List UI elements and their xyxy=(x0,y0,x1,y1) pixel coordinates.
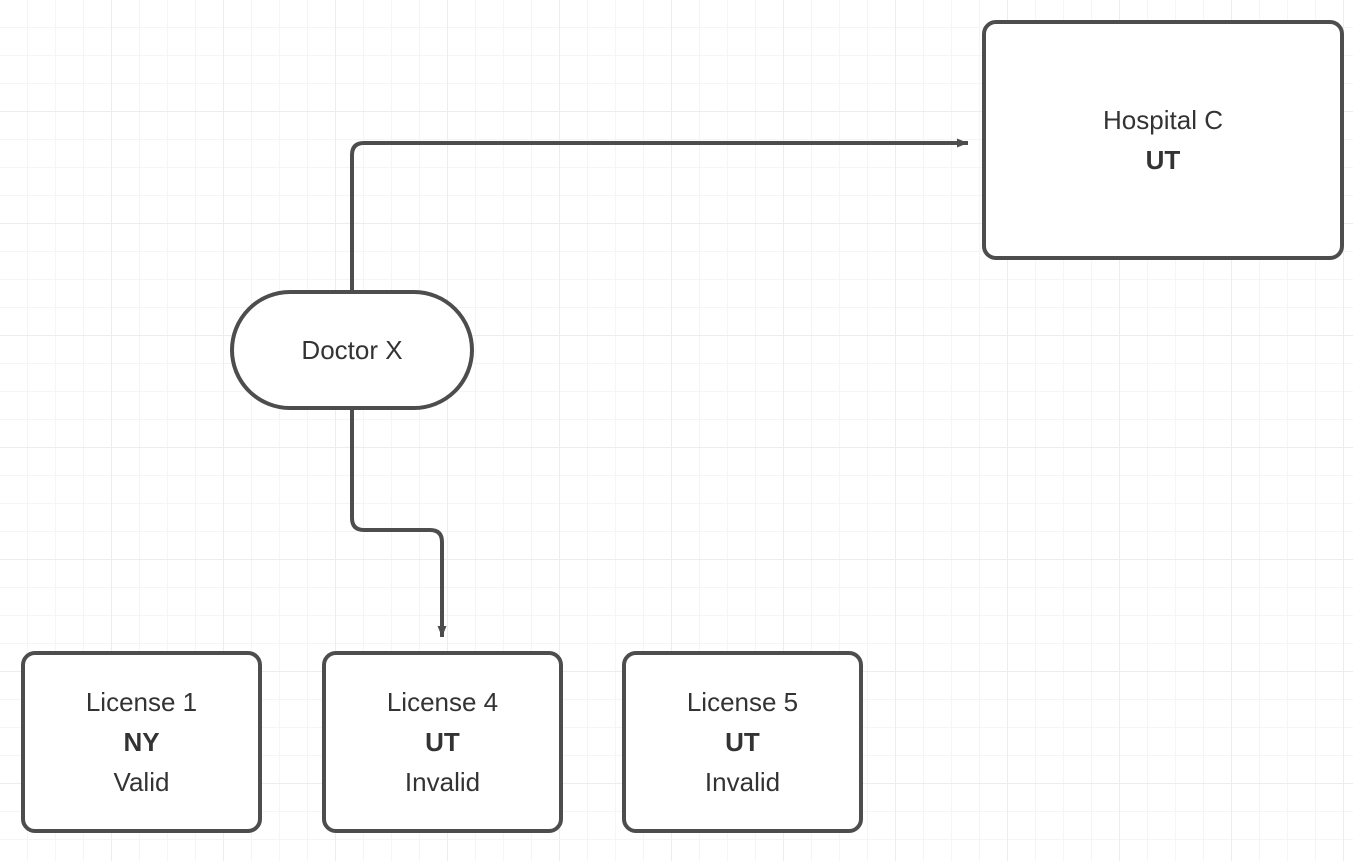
node-hospital-c-state: UT xyxy=(1145,145,1181,175)
node-license-5[interactable]: License 5 UT Invalid xyxy=(622,651,863,833)
node-license-1[interactable]: License 1 NY Valid xyxy=(21,651,262,833)
node-license-5-status: Invalid xyxy=(704,767,781,797)
node-license-5-state: UT xyxy=(725,727,760,757)
node-license-5-title: License 5 xyxy=(686,687,799,717)
edge-doctor-x-to-hospital-c[interactable] xyxy=(350,138,968,290)
node-license-4-title: License 4 xyxy=(386,687,499,717)
node-hospital-c[interactable]: Hospital C UT xyxy=(982,20,1344,260)
node-doctor-x-title: Doctor X xyxy=(301,335,403,365)
node-license-1-state: NY xyxy=(123,727,160,757)
node-license-4-status: Invalid xyxy=(404,767,481,797)
node-license-4[interactable]: License 4 UT Invalid xyxy=(322,651,563,833)
node-license-4-state: UT xyxy=(425,727,460,757)
node-license-1-status: Valid xyxy=(113,767,170,797)
node-doctor-x[interactable]: Doctor X xyxy=(230,290,474,410)
node-license-1-title: License 1 xyxy=(85,687,198,717)
edge-doctor-x-to-license-4[interactable] xyxy=(350,410,447,637)
node-hospital-c-title: Hospital C xyxy=(1103,105,1223,135)
